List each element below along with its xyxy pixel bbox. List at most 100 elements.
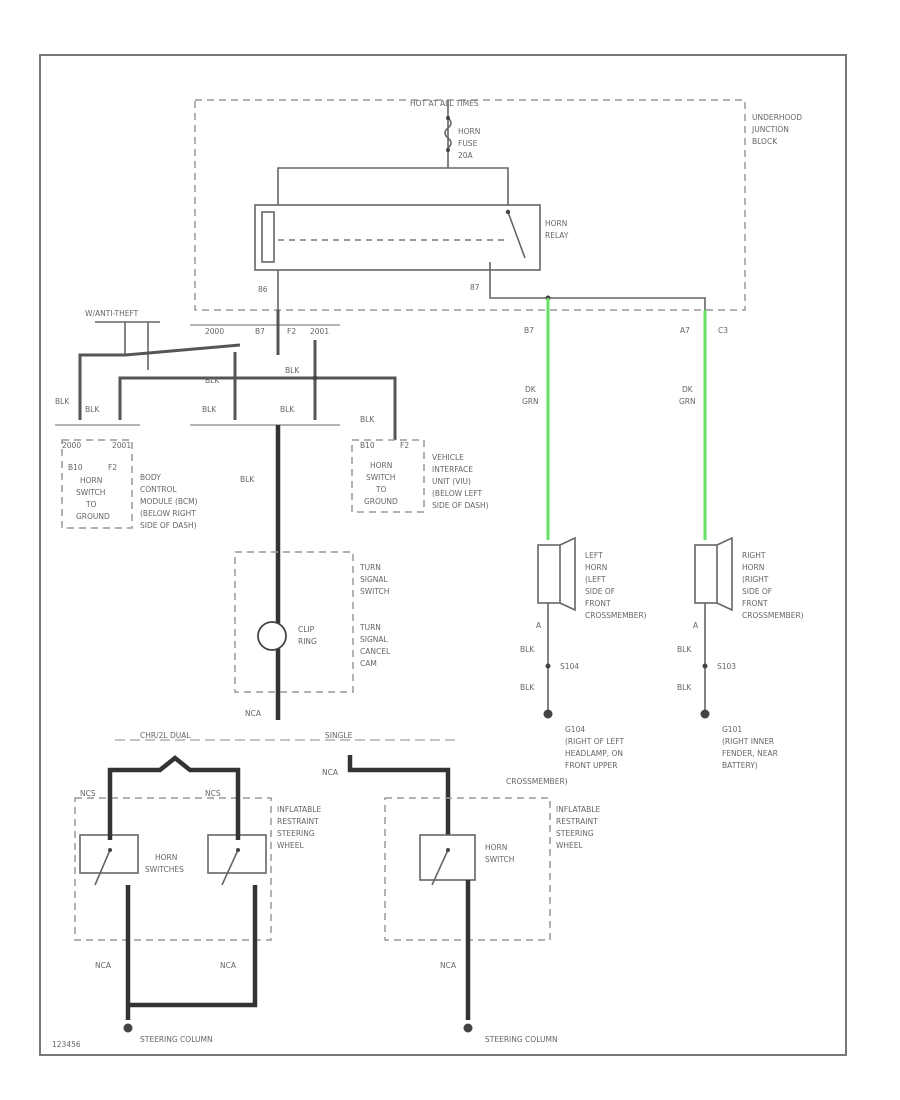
relay-coil [261,211,275,263]
left-horn-label-6: CROSSMEMBER) [585,611,647,620]
bcm-pin-2001: 2001 [112,441,131,450]
diagram-frame [39,54,847,1056]
single-switch-node [446,848,450,852]
chr-dual-label: CHR/2L DUAL [140,731,191,740]
switch-a-contact [94,849,111,886]
irs-left-label-4: WHEEL [277,841,305,850]
horn-switch-label-1: HORN [485,843,507,852]
splice-s103 [702,663,708,669]
footer-id: 123456 [52,1040,81,1049]
w-anti-theft-label: W/ANTI-THEFT [85,309,139,318]
ground-left-4: FRONT UPPER [565,761,618,770]
viu-pin-f2: F2 [400,441,409,450]
left-dk-label: DK [525,385,537,394]
irs-left-box [74,797,272,941]
irs-left-label-1: INFLATABLE [277,805,321,814]
dual-nca-label-1: NCA [95,961,112,970]
tss-label-1: TURN [359,563,381,572]
blk-label-right-lower: BLK [280,405,295,414]
single-switch-feed [347,755,451,835]
left-horn-label-1: LEFT [585,551,603,560]
bcm-hs-4: GROUND [76,512,110,521]
blk-label-vic: BLK [360,415,375,424]
right-blk-lower: BLK [677,683,692,692]
hot-at-all-times-label: HOT AT ALL TIMES [410,99,479,108]
viu-hs-3: TO [375,485,387,494]
left-horn-label-4: SIDE OF [585,587,615,596]
relay-contact-node [505,209,511,215]
clip-ring-nca-label: NCA [245,709,262,718]
viu-hs-2: SWITCH [366,473,395,482]
switch-a-node [108,848,112,852]
ground-right-4: BATTERY) [722,761,758,770]
fuse-node-top [446,116,450,120]
conn-c3-label: C3 [718,326,728,335]
pin-ncs-2: NCS [205,789,221,798]
left-blk-upper: BLK [520,645,535,654]
right-horn-body [694,544,718,604]
viu-hs-4: GROUND [364,497,398,506]
left-horn-label-5: FRONT [585,599,611,608]
pin-b7-label: B7 [524,326,534,335]
blk-label-far-left: BLK [55,397,70,406]
right-horn-label-4: SIDE OF [742,587,772,596]
bcm-pin-b10: B10 [68,463,83,472]
horn-fuse-label-3: 20A [458,151,474,160]
bcm-hs-3: TO [85,500,97,509]
pin-b7-top-label: B7 [255,327,265,336]
clip-ring-symbol [257,621,287,651]
tss-label-3: SWITCH [360,587,389,596]
bcm-text-4: (BELOW RIGHT [140,509,196,518]
pin-ncs-1: NCS [80,789,96,798]
viu-pin-b10: B10 [360,441,375,450]
left-horn-label-2: HORN [585,563,607,572]
left-horn-label-3: (LEFT [585,575,606,584]
right-horn-label-3: (RIGHT [742,575,769,584]
right-horn-label-2: HORN [742,563,764,572]
left-blk-lower: BLK [520,683,535,692]
pin-86-label: 86 [258,285,268,294]
dual-switch-feed [107,755,241,790]
single-nca-label: NCA [322,768,339,777]
horn-fuse-label-1: HORN [458,127,480,136]
relay-contact [507,211,526,259]
pin-2001-label: 2001 [310,327,329,336]
right-grn-label: GRN [679,397,696,406]
viu-text-1: VEHICLE [432,453,464,462]
relay-feed-wire [277,167,509,205]
ground-left-5: CROSSMEMBER) [506,777,568,786]
irs-right-label-1: INFLATABLE [556,805,600,814]
ujb-label-2: JUNCTION [751,125,789,134]
bcm-pin-f2: F2 [108,463,117,472]
horn-switches-label-1: HORN [155,853,177,862]
pin-f2-top-label: F2 [287,327,296,336]
dual-nca-label-2: NCA [220,961,237,970]
irs-left-label-3: STEERING [277,829,315,838]
ground-g101-symbol [700,709,710,719]
single-switch-contact [431,849,449,886]
horn-switches-label-2: SWITCHES [145,865,184,874]
dual-ground-wire-b [128,885,258,1008]
ground-left-2: (RIGHT OF LEFT [565,737,624,746]
bcm-hs-1: HORN [80,476,102,485]
pin-a7-label: A7 [680,326,690,335]
viu-text-2: INTERFACE [432,465,473,474]
ground-left-3: HEADLAMP, ON [565,749,623,758]
blk-label-mid-lower: BLK [202,405,217,414]
bcm-text-2: CONTROL [140,485,177,494]
left-horn-body [537,544,561,604]
mid-blk-wire [118,340,317,420]
irs-left-label-2: RESTRAINT [277,817,319,826]
right-blk-upper: BLK [677,645,692,654]
irs-right-label-2: RESTRAINT [556,817,598,826]
bcm-pin-2000: 2000 [62,441,81,450]
steering-column-left-label: STEERING COLUMN [140,1035,213,1044]
splice-s103-label: S103 [717,662,736,671]
viu-text-5: SIDE OF DASH) [432,501,489,510]
right-dk-label: DK [682,385,694,394]
bcm-text-1: BODY [140,473,161,482]
right-horn-label-6: CROSSMEMBER) [742,611,804,620]
bcm-text-5: SIDE OF DASH) [140,521,197,530]
tss-label-2: SIGNAL [360,575,389,584]
